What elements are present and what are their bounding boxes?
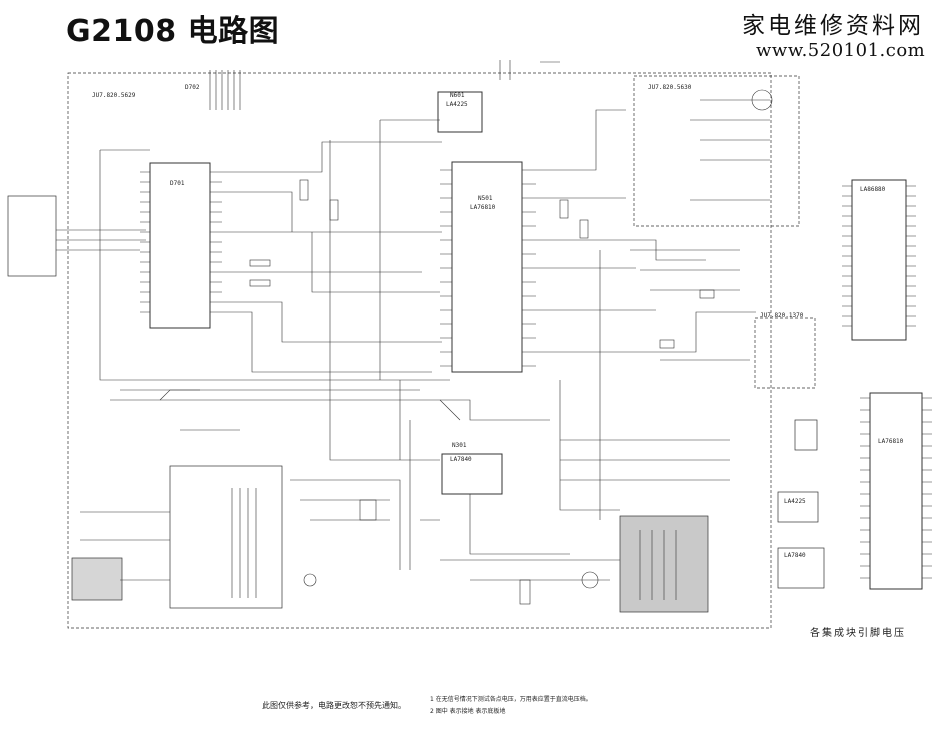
n501-pins: [440, 169, 536, 367]
label-d701: D701: [170, 180, 185, 187]
side-ic-pins: [842, 185, 932, 579]
d701-pins: [140, 171, 222, 313]
side-ic-small: [794, 419, 818, 451]
label-side-ic-top: LA86880: [860, 186, 886, 193]
component-marks: [159, 89, 773, 605]
brand-name: 家电维修资料网: [742, 13, 924, 39]
la7840-chip: [441, 453, 503, 495]
label-board-a: JU7.820.5629: [92, 92, 136, 99]
n601-chip: [437, 91, 483, 133]
n501-chip: [451, 161, 523, 373]
label-side-la7840: LA7840: [784, 552, 806, 559]
degauss-block: [71, 557, 123, 601]
page-title: G2108 电路图: [66, 14, 280, 49]
left-connector-box: [7, 195, 57, 277]
wiring-traces: [56, 60, 770, 581]
label-board-c: JU7.820.1370: [760, 312, 804, 319]
power-supply-block: [169, 465, 283, 609]
side-ic-la76810: [869, 392, 923, 590]
d701-chip: [149, 162, 211, 329]
side-ic-top: [851, 179, 907, 341]
footer-note-left: 此图仅供参考，电路更改恕不预先通知。: [262, 701, 406, 710]
label-n601: N601: [450, 92, 465, 99]
label-board-b: JU7.820.5630: [648, 84, 692, 91]
label-la7840: LA7840: [450, 456, 472, 463]
footer-note-right-2: 2 图中 表示接地 表示底板地: [430, 708, 506, 715]
label-la4225: LA4225: [446, 101, 468, 108]
footer-note-right-1: 1 在无信号情况下测试各点电压，万用表应置于直流电压档。: [430, 696, 592, 703]
label-n501: N501: [478, 195, 493, 202]
transformer-windings: [231, 488, 677, 600]
main-board-outline: [67, 72, 772, 629]
sub-board-outline: [633, 75, 800, 227]
label-d702: D702: [185, 84, 200, 91]
label-side-la4225: LA4225: [784, 498, 806, 505]
label-la76810: LA76810: [470, 204, 496, 211]
brand-url: www.520101.com: [756, 40, 926, 61]
board-c-outline: [754, 317, 816, 389]
side-ic-la4225: [777, 491, 819, 523]
side-ic-la7840: [777, 547, 825, 589]
pin-voltage-caption: 各集成块引脚电压: [810, 628, 906, 639]
label-n301: N301: [452, 442, 467, 449]
label-side-la76810: LA76810: [878, 438, 904, 445]
